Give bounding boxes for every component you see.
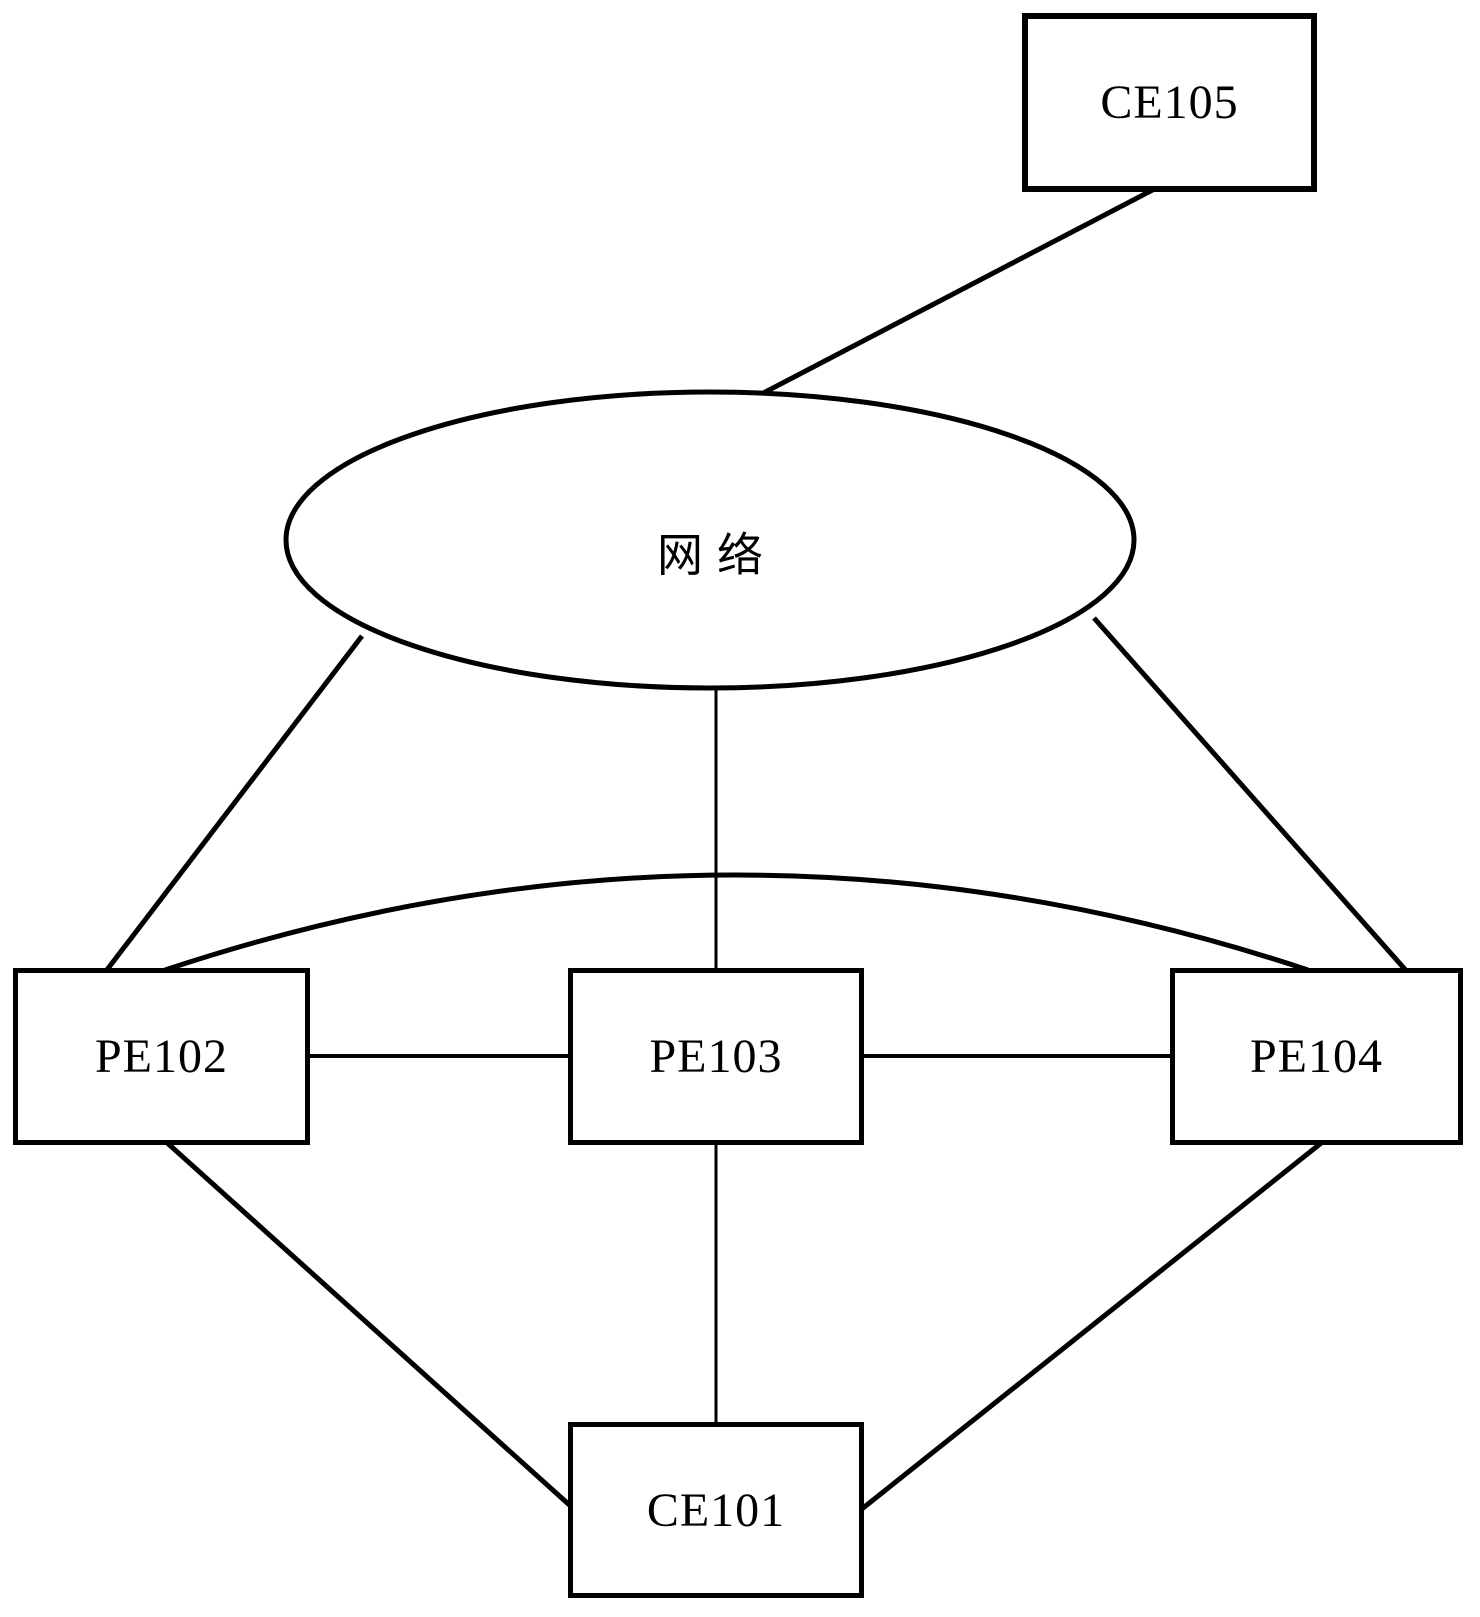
node-ce105-label: CE105 [1100, 76, 1239, 129]
node-pe103-label: PE103 [649, 1030, 783, 1083]
edge-network-pe104 [1092, 616, 1412, 977]
network-ellipse [283, 389, 1137, 691]
node-ce101: CE101 [568, 1422, 864, 1598]
node-ce105: CE105 [1022, 13, 1317, 192]
node-network-label: 网络 [657, 530, 777, 581]
node-pe103: PE103 [568, 968, 864, 1145]
edge-pe102-pe104-arc [164, 872, 1309, 973]
edge-pe102-ce101 [162, 1138, 577, 1512]
node-pe104-label: PE104 [1249, 1030, 1383, 1083]
node-pe102: PE102 [13, 968, 310, 1145]
edge-pe104-ce101 [856, 1138, 1327, 1514]
node-ce101-label: CE101 [646, 1483, 786, 1537]
edge-network-pe102 [101, 634, 364, 977]
node-pe102-label: PE102 [94, 1030, 228, 1083]
edge-ce105-network [725, 182, 1164, 415]
node-pe104: PE104 [1170, 968, 1463, 1145]
